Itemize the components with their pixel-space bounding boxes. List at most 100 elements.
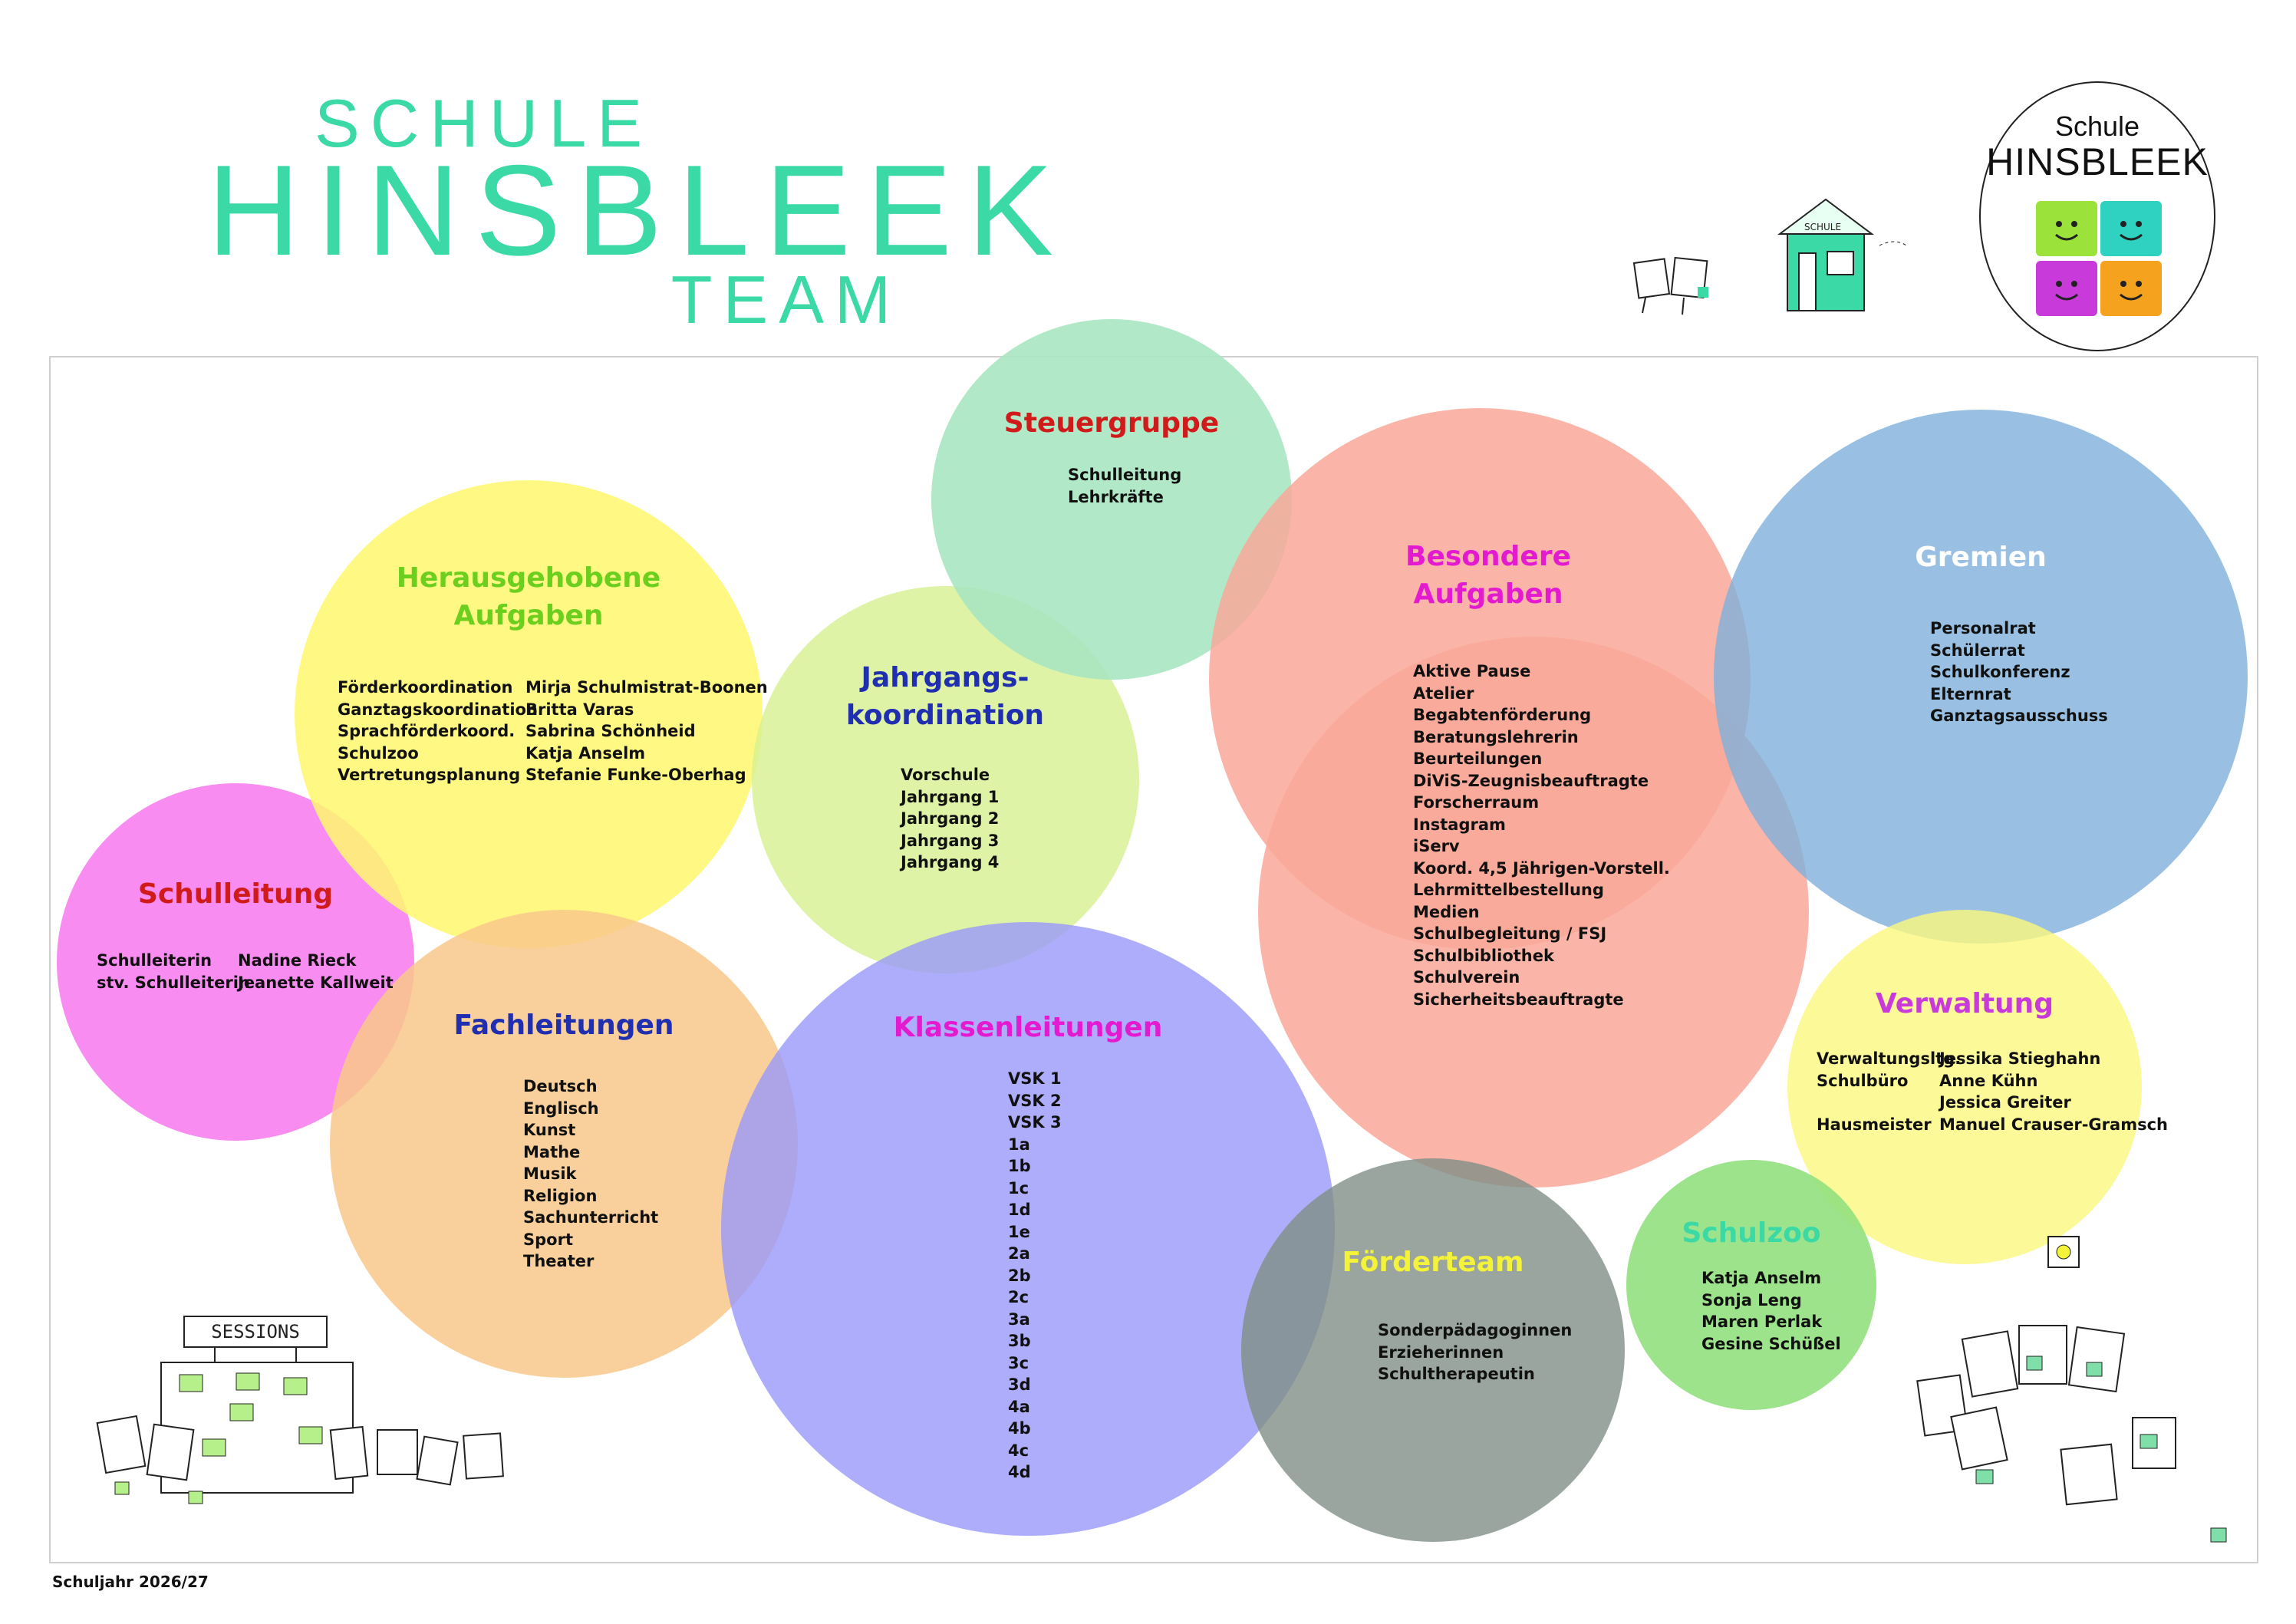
logo-text-bottom: HINSBLEEK [1986, 140, 2209, 183]
schulzoo-title: Schulzoo [1682, 1217, 1821, 1249]
foerderteam-title: Förderteam [1342, 1247, 1524, 1278]
list-item: Forscherraum [1413, 793, 1540, 812]
circle-schulzoo [1626, 1160, 1876, 1410]
list-item: Lehrmittelbestellung [1413, 881, 1604, 899]
gremien-title: Gremien [1915, 542, 2047, 573]
list-item: Jahrgang 1 [901, 787, 1000, 806]
list-item: Elternrat [1930, 684, 2011, 703]
list-item: Gesine Schüßel [1701, 1334, 1841, 1353]
person-name: Jessika Stieghahn [1939, 1049, 2101, 1068]
role-label: Sprachförderkoord. [338, 722, 516, 740]
list-item: Schultherapeutin [1378, 1365, 1535, 1383]
circle-besondere-aufgaben-lower [1258, 637, 1809, 1188]
verwaltung-title: Verwaltung [1875, 988, 2054, 1020]
list-item: Schulbibliothek [1413, 946, 1554, 965]
circle-foerderteam [1241, 1158, 1625, 1542]
list-item: 1b [1008, 1157, 1031, 1175]
list-item: Schulbegleitung / FSJ [1413, 924, 1607, 943]
person-name: Katja Anselm [525, 743, 646, 763]
klassenleitungen-title: Klassenleitungen [893, 1012, 1163, 1043]
school-house-icon: SCHULE [1777, 198, 1907, 311]
fachleitungen-title: Fachleitungen [453, 1010, 674, 1041]
list-item: 4c [1008, 1441, 1029, 1460]
list-item: 1a [1008, 1135, 1030, 1154]
list-item: Englisch [523, 1099, 599, 1118]
list-item: Schulverein [1413, 968, 1520, 987]
title-hinsbleek: HINSBLEEK [207, 138, 1069, 282]
list-item: Jahrgang 2 [901, 809, 1000, 828]
list-item: VSK 2 [1008, 1091, 1062, 1110]
list-item: VSK 1 [1008, 1069, 1062, 1088]
list-item: 4a [1008, 1397, 1030, 1416]
list-item: 4b [1008, 1419, 1031, 1438]
person-name: Jeanette Kallweit [238, 973, 394, 992]
role-label: Schulleiterin [97, 951, 212, 970]
list-item: Musik [523, 1164, 577, 1183]
sessions-sign: SESSIONS [211, 1321, 300, 1342]
role-label: Vertretungsplanung [338, 766, 521, 784]
list-item: Schülerrat [1930, 641, 2025, 660]
jahrgang-title: Jahrgangs- koordination [845, 662, 1045, 731]
title-team: TEAM [670, 262, 902, 338]
role-label: Ganztagskoordination [338, 700, 538, 719]
list-item: 3d [1008, 1375, 1031, 1394]
role-label: stv. Schulleiterin [97, 973, 250, 992]
list-item: Lehrkräfte [1068, 487, 1164, 506]
circle-fachleitungen [330, 910, 798, 1378]
list-item: 4d [1008, 1463, 1031, 1481]
person-name: Jessica Greiter [1939, 1093, 2071, 1112]
list-item: Jahrgang 3 [901, 831, 1000, 850]
circle-klassenleitungen [721, 922, 1335, 1536]
teamwork-illustration [1916, 1236, 2227, 1543]
schulleitung-roles: Schulleiterin stv. Schulleiterin [97, 950, 250, 993]
list-item: Religion [523, 1186, 598, 1205]
list-item: Aktive Pause [1413, 662, 1531, 680]
list-item: Sonderpädagoginnen [1378, 1321, 1573, 1339]
list-item: Katja Anselm [1701, 1269, 1822, 1287]
list-item: iServ [1413, 837, 1460, 855]
person-name: Sabrina Schönheid [525, 722, 696, 740]
list-item: 1c [1008, 1178, 1029, 1197]
paper-characters-icon [1632, 256, 1708, 315]
person-name: Anne Kühn [1939, 1071, 2038, 1090]
person-name: Manuel Crauser-Gramsch [1939, 1115, 2168, 1134]
steuergruppe-title: Steuergruppe [1003, 407, 1220, 439]
role-label: Verwaltungsltg. [1817, 1049, 1962, 1068]
list-item: 2b [1008, 1266, 1031, 1285]
house-sign: SCHULE [1804, 222, 1841, 232]
list-item: Begabtenförderung [1413, 706, 1592, 724]
circle-gremien [1714, 410, 2248, 944]
list-item: 3b [1008, 1332, 1031, 1350]
circle-herausgehobene-aufgaben [295, 480, 763, 948]
role-label: Schulzoo [338, 743, 419, 763]
schulleitung-title: Schulleitung [137, 878, 334, 910]
puzzle-pieces-icon [2036, 201, 2162, 316]
person-name: Mirja Schulmistrat-Boonen [525, 678, 768, 697]
list-item: Kunst [523, 1121, 576, 1139]
list-item: Ganztagsausschuss [1930, 707, 2108, 725]
list-item: Deutsch [523, 1077, 598, 1095]
list-item: Schulkonferenz [1930, 663, 2070, 681]
list-item: 3a [1008, 1309, 1030, 1329]
list-item: Jahrgang 4 [901, 853, 1000, 871]
list-item: 2a [1008, 1244, 1030, 1263]
list-item: Sport [523, 1230, 573, 1249]
school-logo: Schule HINSBLEEK [1979, 81, 2215, 351]
list-item: Schulleitung [1068, 466, 1182, 484]
list-item: Beratungslehrerin [1413, 727, 1579, 746]
list-item: DiViS-Zeugnisbeauftragte [1413, 771, 1649, 790]
list-item: Maren Perlak [1701, 1313, 1823, 1331]
list-item: VSK 3 [1008, 1113, 1062, 1132]
logo-text-top: Schule [2054, 110, 2140, 142]
list-item: Medien [1413, 902, 1480, 921]
title-schule: SCHULE [315, 85, 653, 161]
